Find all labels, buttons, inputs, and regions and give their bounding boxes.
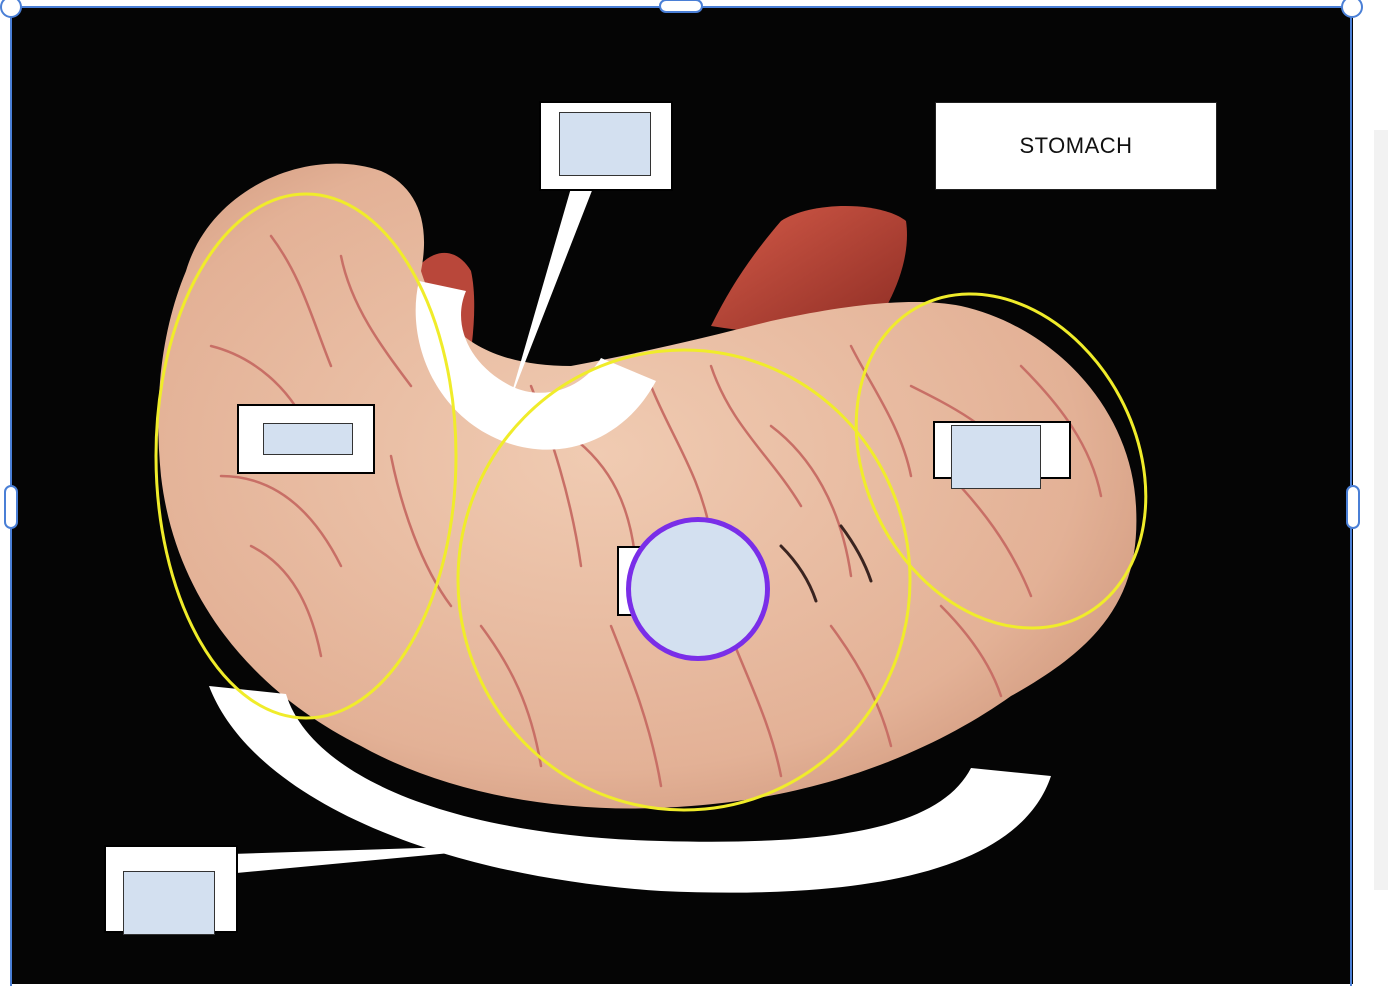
left-region-outline <box>154 192 458 720</box>
top-pointer-label <box>539 101 673 191</box>
center-region-outline <box>456 348 912 812</box>
bottom-pointer-line <box>226 844 546 874</box>
center-answer-circle[interactable] <box>626 517 770 661</box>
resize-handle-top[interactable] <box>659 0 703 13</box>
resize-handle-top-left[interactable] <box>0 0 22 18</box>
right-region-outline <box>854 292 1148 630</box>
bottom-curvature-label <box>104 845 238 935</box>
resize-handle-right[interactable] <box>1346 485 1360 529</box>
top-pointer-answer-field[interactable] <box>559 112 651 176</box>
resize-handle-top-right[interactable] <box>1341 0 1363 18</box>
right-region-answer-field[interactable] <box>951 425 1041 489</box>
left-region-label <box>237 404 375 474</box>
top-pointer-line <box>508 188 593 406</box>
resize-handle-left[interactable] <box>4 485 18 529</box>
diagram-canvas: STOMACH <box>11 6 1353 984</box>
scrollbar-track <box>1374 130 1388 890</box>
esophagus-muscle <box>711 206 907 333</box>
left-region-answer-field[interactable] <box>263 423 353 455</box>
bottom-curvature-answer-field[interactable] <box>123 871 215 935</box>
greater-curvature-callout <box>209 686 1051 893</box>
pylorus-callout-arc <box>415 281 656 450</box>
ink-marks <box>779 524 873 603</box>
diagram-title: STOMACH <box>935 102 1217 190</box>
right-region-label <box>933 421 1071 489</box>
